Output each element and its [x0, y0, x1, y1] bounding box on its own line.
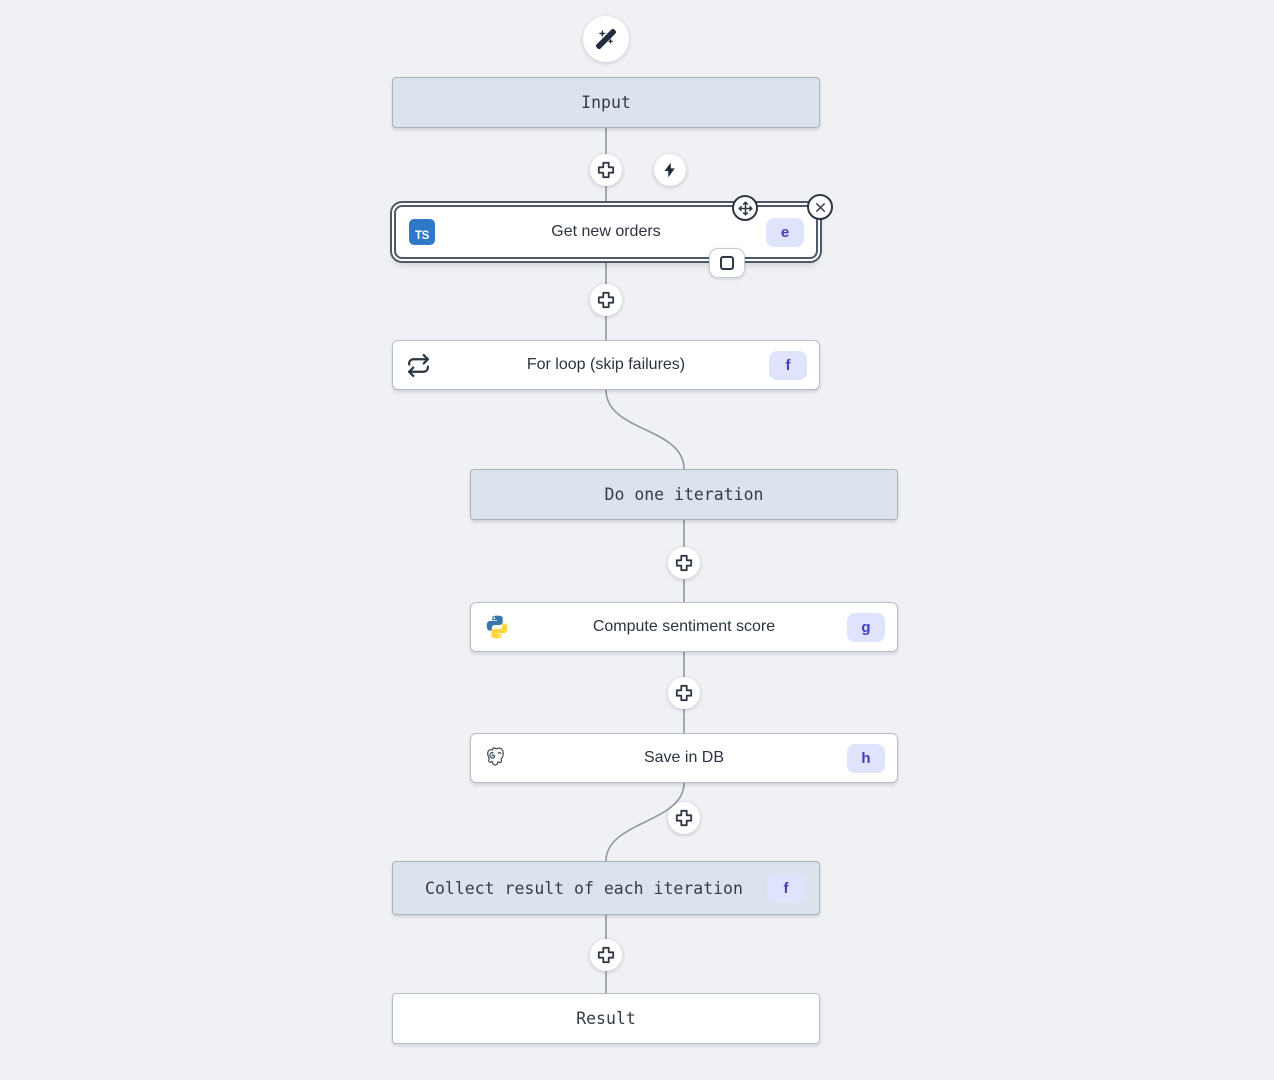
node-save-in-db[interactable]: Save in DB h	[470, 733, 898, 783]
insert-step-button[interactable]	[590, 284, 622, 316]
plus-icon	[597, 161, 615, 179]
plus-icon	[675, 809, 693, 827]
node-badge: h	[847, 743, 885, 773]
insert-step-button[interactable]	[590, 154, 622, 186]
node-badge: f	[767, 873, 805, 903]
repeat-icon	[406, 353, 431, 378]
node-label: Compute sentiment score	[592, 618, 776, 635]
node-collect-result[interactable]: Collect result of each iteration f	[392, 861, 820, 915]
node-badge: f	[769, 350, 807, 380]
node-get-new-orders[interactable]: TS Get new orders e	[394, 205, 818, 259]
node-label: For loop (skip failures)	[526, 356, 686, 373]
plus-icon	[597, 291, 615, 309]
zap-icon	[662, 162, 678, 178]
ai-builder-button[interactable]	[583, 16, 629, 62]
node-do-one-iteration[interactable]: Do one iteration	[470, 469, 898, 520]
plus-icon	[675, 554, 693, 572]
insert-step-button[interactable]	[668, 547, 700, 579]
node-input[interactable]: Input	[392, 77, 820, 128]
delete-node-button[interactable]	[807, 194, 833, 220]
wand-sparkles-icon	[595, 28, 617, 50]
close-icon	[814, 201, 827, 214]
python-icon	[484, 614, 510, 640]
node-compute-sentiment-score[interactable]: Compute sentiment score g	[470, 602, 898, 652]
move-node-handle[interactable]	[732, 195, 758, 221]
node-label: Do one iteration	[604, 485, 764, 504]
insert-step-button[interactable]	[668, 802, 700, 834]
node-result[interactable]: Result	[392, 993, 820, 1044]
postgresql-icon	[484, 746, 508, 770]
edge	[605, 782, 685, 862]
plus-icon	[597, 946, 615, 964]
typescript-icon: TS	[409, 219, 435, 245]
move-icon	[738, 201, 753, 216]
node-for-loop[interactable]: For loop (skip failures) f	[392, 340, 820, 390]
node-label: Input	[581, 93, 631, 112]
node-label: Get new orders	[551, 223, 661, 240]
insert-step-button[interactable]	[668, 677, 700, 709]
square-icon	[720, 256, 734, 270]
node-label: Result	[576, 1009, 636, 1028]
node-label: Collect result of each iteration	[425, 878, 743, 898]
add-trigger-button[interactable]	[654, 154, 686, 186]
node-label: Save in DB	[643, 749, 725, 766]
node-badge: g	[847, 612, 885, 642]
edge	[605, 389, 685, 470]
insert-step-button[interactable]	[590, 939, 622, 971]
plus-icon	[675, 684, 693, 702]
node-badge: e	[766, 217, 804, 247]
stop-after-step-button[interactable]	[709, 248, 745, 278]
